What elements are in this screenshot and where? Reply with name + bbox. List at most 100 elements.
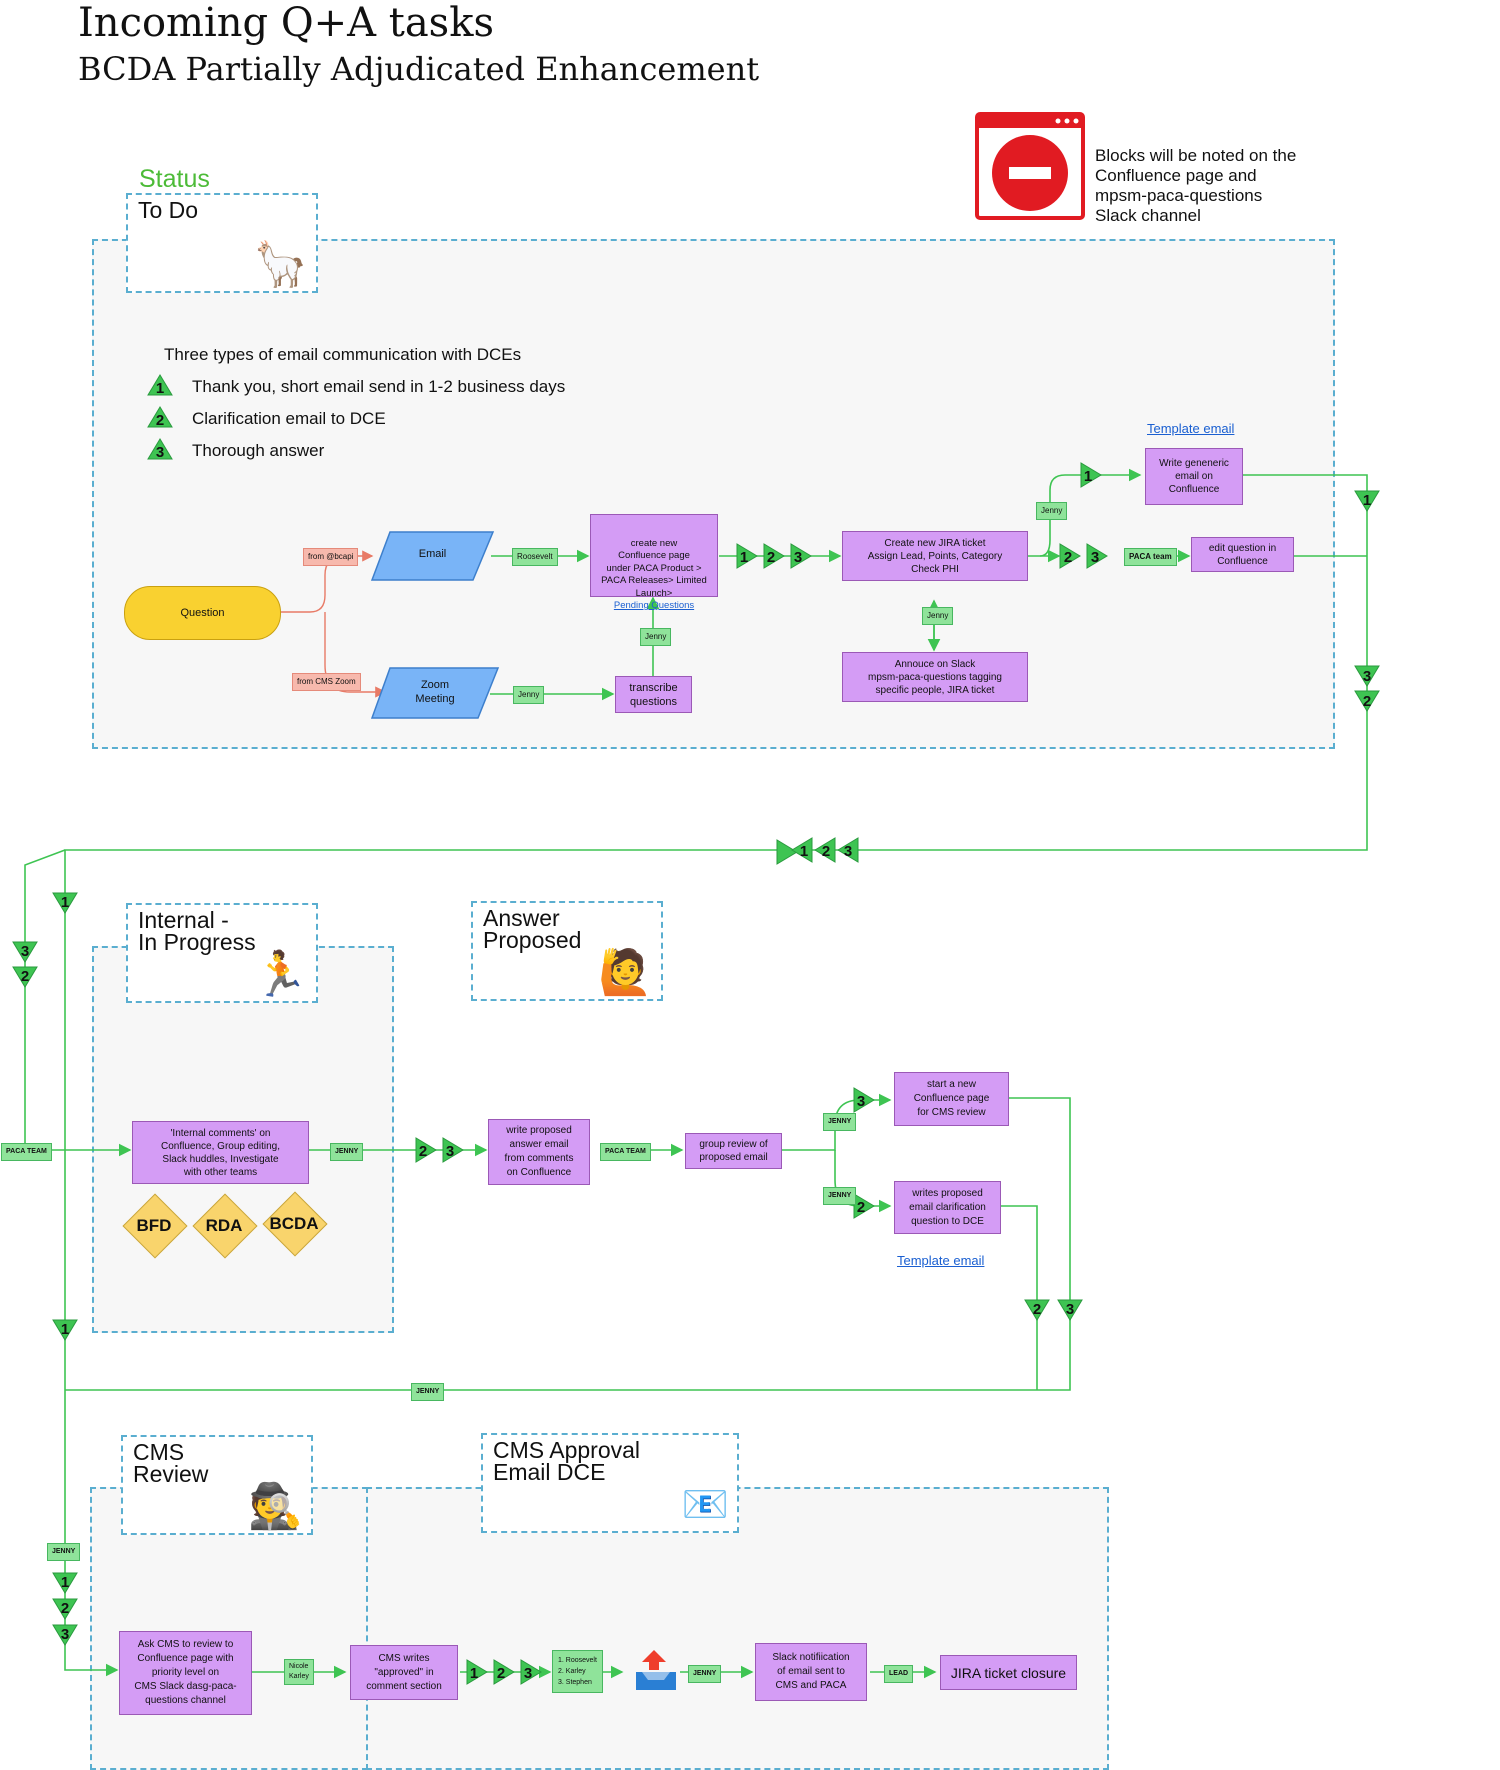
svg-text:1: 1 xyxy=(1363,492,1371,509)
step-triangles xyxy=(12,374,1380,1685)
legend-item-2: Clarification email to DCE xyxy=(192,409,386,428)
cms-review-label: CMS Review 🕵 xyxy=(121,1435,313,1535)
todo-panel xyxy=(92,239,1335,749)
edit-question-box: edit question in Confluence xyxy=(1191,537,1294,572)
status-heading: Status xyxy=(139,165,210,193)
jenny-tag-zoom: Jenny xyxy=(513,686,545,704)
answer-label-text: Answer Proposed xyxy=(483,905,582,953)
svg-text:2: 2 xyxy=(1064,549,1072,566)
svg-text:2: 2 xyxy=(857,1199,865,1216)
jira-closure-box: JIRA ticket closure xyxy=(940,1655,1077,1690)
svg-text:1: 1 xyxy=(470,1665,478,1682)
zoom-label: Zoom Meeting xyxy=(415,679,455,705)
jenny-tag-clarify: JENNY xyxy=(823,1187,857,1205)
email-io-shape xyxy=(370,531,495,581)
template-email-link-1[interactable]: Template email xyxy=(1147,421,1235,436)
legend-heading: Three types of email communication with … xyxy=(164,345,522,364)
todo-label-text: To Do xyxy=(138,197,199,223)
cms-approval-label-text: CMS Approval Email DCE xyxy=(493,1437,641,1485)
cms-approval-panel xyxy=(366,1487,1109,1770)
todo-label: To Do 🦙 xyxy=(126,193,318,293)
detective-icon: 🕵 xyxy=(248,1482,303,1531)
create-confluence-box: create new Confluence page under PACA Pr… xyxy=(590,514,718,611)
svg-text:3: 3 xyxy=(794,549,802,566)
svg-text:1: 1 xyxy=(61,894,69,911)
raised-hand-icon: 🙋 xyxy=(598,948,653,997)
blocks-note: Blocks will be noted on the Confluence p… xyxy=(1095,146,1297,225)
svg-text:2: 2 xyxy=(1033,1301,1041,1318)
pending-questions-link[interactable]: Pending Questions xyxy=(613,600,695,611)
email-label: Email xyxy=(418,548,447,560)
internal-label-text: Internal - In Progress xyxy=(138,907,256,955)
create-jira-box: Create new JIRA ticket Assign Lead, Poin… xyxy=(842,531,1028,581)
writes-proposed-box: writes proposed email clarification ques… xyxy=(894,1181,1001,1234)
svg-text:2: 2 xyxy=(156,412,164,429)
internal-label: Internal - In Progress 🏃 xyxy=(126,903,318,1003)
svg-text:3: 3 xyxy=(21,943,29,960)
svg-text:1: 1 xyxy=(1084,468,1092,485)
internal-comments-box: 'Internal comments' on Confluence, Group… xyxy=(132,1121,309,1184)
page-title: Incoming Q+A tasks xyxy=(78,0,494,46)
svg-text:3: 3 xyxy=(524,1665,532,1682)
cms-approval-label: CMS Approval Email DCE 📧 xyxy=(481,1433,739,1533)
cms-review-label-text: CMS Review xyxy=(133,1439,209,1487)
create-confluence-text: create new Confluence page under PACA Pr… xyxy=(601,537,707,599)
from-cms-zoom-tag: from CMS Zoom xyxy=(292,673,361,691)
order-tag: 1. Roosevelt 2. Karley 3. Stephen xyxy=(552,1650,603,1693)
svg-text:1: 1 xyxy=(156,380,164,397)
jenny-tag-transcribe: Jenny xyxy=(640,628,672,646)
svg-text:2: 2 xyxy=(822,843,830,860)
svg-text:1: 1 xyxy=(740,549,748,566)
svg-text:2: 2 xyxy=(21,968,29,985)
paca-team-tag-2: PACA TEAM xyxy=(600,1143,651,1161)
from-bcapi-tag: from @bcapi xyxy=(303,548,359,566)
cms-writes-box: CMS writes "approved" in comment section xyxy=(350,1645,458,1700)
start-new-page-box: start a new Confluence page for CMS revi… xyxy=(894,1072,1009,1126)
ask-cms-box: Ask CMS to review to Confluence page wit… xyxy=(119,1631,252,1715)
svg-text:3: 3 xyxy=(1363,668,1371,685)
bcda-label: BCDA xyxy=(269,1214,319,1233)
announce-slack-box: Annouce on Slack mpsm-paca-questions tag… xyxy=(842,652,1028,702)
jenny-tag-return: JENNY xyxy=(411,1383,445,1401)
svg-text:3: 3 xyxy=(1066,1301,1074,1318)
zoom-io-shape xyxy=(370,667,500,719)
svg-text:2: 2 xyxy=(419,1143,427,1160)
svg-text:3: 3 xyxy=(156,444,164,461)
jenny-tag-internal: JENNY xyxy=(330,1143,364,1161)
template-email-link-2[interactable]: Template email xyxy=(897,1253,985,1268)
block-window-icon xyxy=(975,112,1085,220)
llama-icon: 🦙 xyxy=(253,240,308,289)
svg-text:3: 3 xyxy=(857,1093,865,1110)
svg-text:3: 3 xyxy=(61,1626,69,1643)
jenny-tag-cms-review: JENNY xyxy=(47,1543,81,1561)
envelope-icon: 📧 xyxy=(681,1484,729,1526)
question-label: Question xyxy=(180,607,225,619)
svg-text:1: 1 xyxy=(61,1574,69,1591)
jenny-tag-email: JENNY xyxy=(688,1665,722,1683)
nicole-karley-tag: Nicole Karley xyxy=(284,1659,314,1685)
lead-tag: LEAD xyxy=(884,1665,914,1683)
legend-item-3: Thorough answer xyxy=(192,441,325,460)
paca-team-tag: PACA team xyxy=(1124,548,1177,566)
rda-label: RDA xyxy=(205,1216,243,1235)
write-generic-box: Write geneneric email on Confluence xyxy=(1145,448,1243,505)
legend-item-1: Thank you, short email send in 1-2 busin… xyxy=(192,377,566,396)
svg-text:2: 2 xyxy=(497,1665,505,1682)
page-subtitle: BCDA Partially Adjudicated Enhancement xyxy=(78,50,760,88)
outbox-tray-icon xyxy=(632,1646,680,1694)
svg-text:3: 3 xyxy=(844,843,852,860)
question-terminal: Question xyxy=(124,586,281,640)
jenny-tag-announce: Jenny xyxy=(922,607,954,625)
jenny-tag-cms: JENNY xyxy=(823,1113,857,1131)
transcribe-box: transcribe questions xyxy=(615,676,692,713)
svg-text:1: 1 xyxy=(800,843,808,860)
svg-text:3: 3 xyxy=(1091,549,1099,566)
runner-icon: 🏃 xyxy=(253,950,308,999)
bfd-label: BFD xyxy=(136,1216,172,1235)
answer-label: Answer Proposed 🙋 xyxy=(471,901,663,1001)
svg-text:2: 2 xyxy=(767,549,775,566)
jenny-tag-generic: Jenny xyxy=(1036,502,1068,520)
paca-team-tag-internal: PACA TEAM xyxy=(1,1143,52,1161)
roosevelt-tag: Roosevelt xyxy=(512,548,558,566)
